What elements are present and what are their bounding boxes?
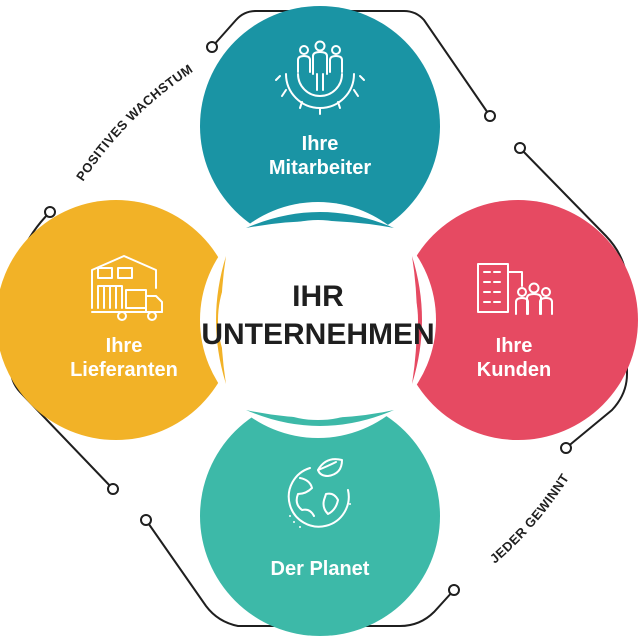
ring-label-lower-right: JEDER GEWINNT bbox=[487, 471, 572, 567]
center-title-line2: UNTERNEHMEN bbox=[201, 318, 434, 351]
dot-right-upper bbox=[514, 142, 526, 154]
employees-gear-icon bbox=[275, 40, 365, 115]
node-circle-left bbox=[0, 200, 236, 440]
ring-label-upper-left: POSITIVES WACHSTUM bbox=[73, 61, 196, 184]
node-right-line1: Ihre bbox=[496, 335, 533, 357]
node-circle-right bbox=[398, 200, 638, 440]
dot-top-left bbox=[206, 41, 218, 53]
dot-right-lower bbox=[560, 442, 572, 454]
building-people-icon bbox=[477, 263, 553, 315]
warehouse-truck-icon bbox=[91, 255, 163, 321]
dot-bottom-right bbox=[448, 584, 460, 596]
connector-dots bbox=[44, 41, 572, 596]
node-circle-top bbox=[200, 6, 440, 246]
center-disc bbox=[218, 220, 418, 420]
circles bbox=[0, 6, 638, 636]
dot-bottom-left bbox=[140, 514, 152, 526]
node-bottom-label: Der Planet bbox=[271, 558, 370, 580]
node-top-line1: Ihre bbox=[302, 133, 339, 155]
globe-leaf-icon bbox=[287, 458, 351, 528]
lens-top bbox=[246, 212, 394, 228]
center-title-line1: IHR bbox=[292, 280, 344, 313]
center-area bbox=[200, 202, 436, 438]
node-left-line2: Lieferanten bbox=[70, 359, 178, 381]
dot-left-upper bbox=[44, 206, 56, 218]
dot-top-right bbox=[484, 110, 496, 122]
node-top-line2: Mitarbeiter bbox=[269, 157, 371, 179]
node-left-line1: Ihre bbox=[106, 335, 143, 357]
dot-left-lower bbox=[107, 483, 119, 495]
node-circle-bottom bbox=[200, 396, 440, 636]
node-right-line2: Kunden bbox=[477, 359, 551, 381]
